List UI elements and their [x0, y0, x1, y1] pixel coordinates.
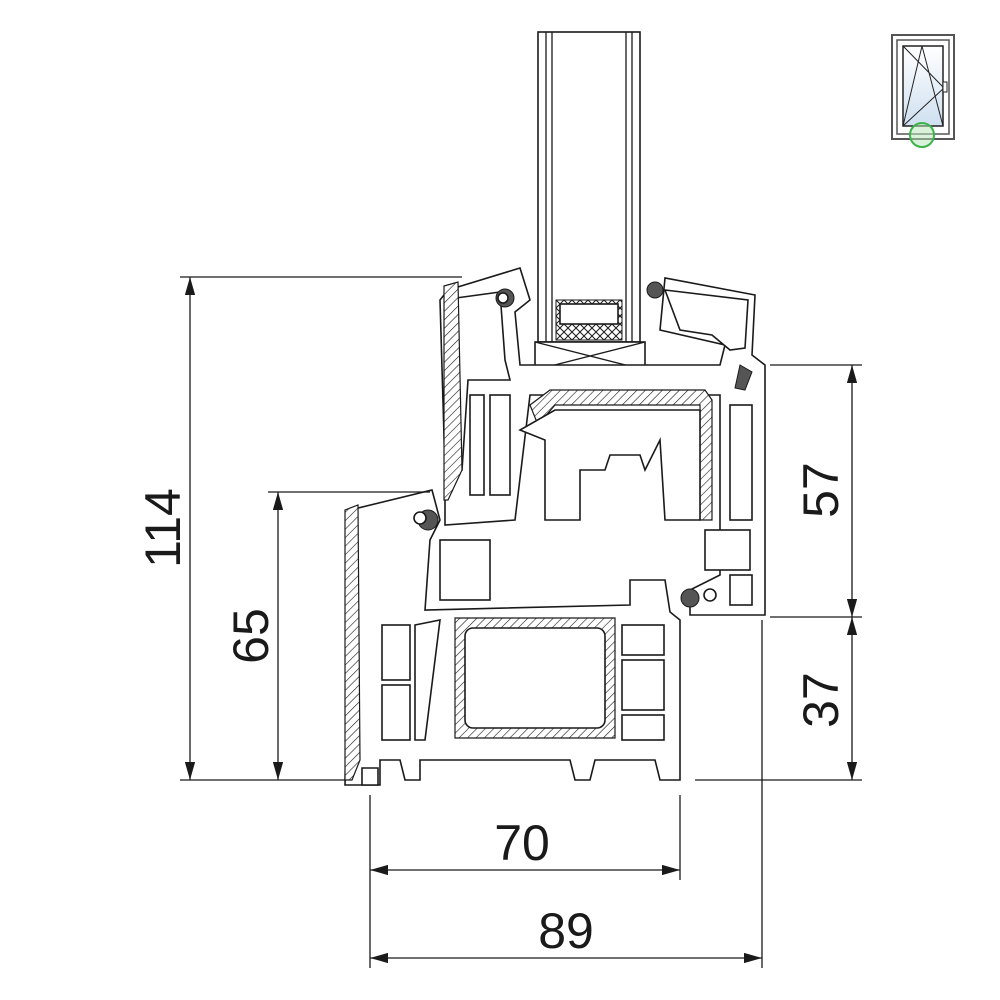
dim-total-depth: 89	[538, 903, 594, 959]
sash-profile	[439, 267, 766, 616]
glazing-unit	[534, 31, 646, 371]
dim-frame-height: 65	[223, 608, 279, 664]
dim-sash-lower: 37	[793, 672, 849, 728]
dim-frame-depth: 70	[494, 815, 550, 871]
dim-sash-upper: 57	[793, 462, 849, 518]
frame-profile	[344, 489, 681, 786]
dimension-lines	[180, 276, 862, 968]
dim-total-height: 114	[135, 488, 191, 568]
tilt-turn-window-icon	[891, 34, 955, 148]
